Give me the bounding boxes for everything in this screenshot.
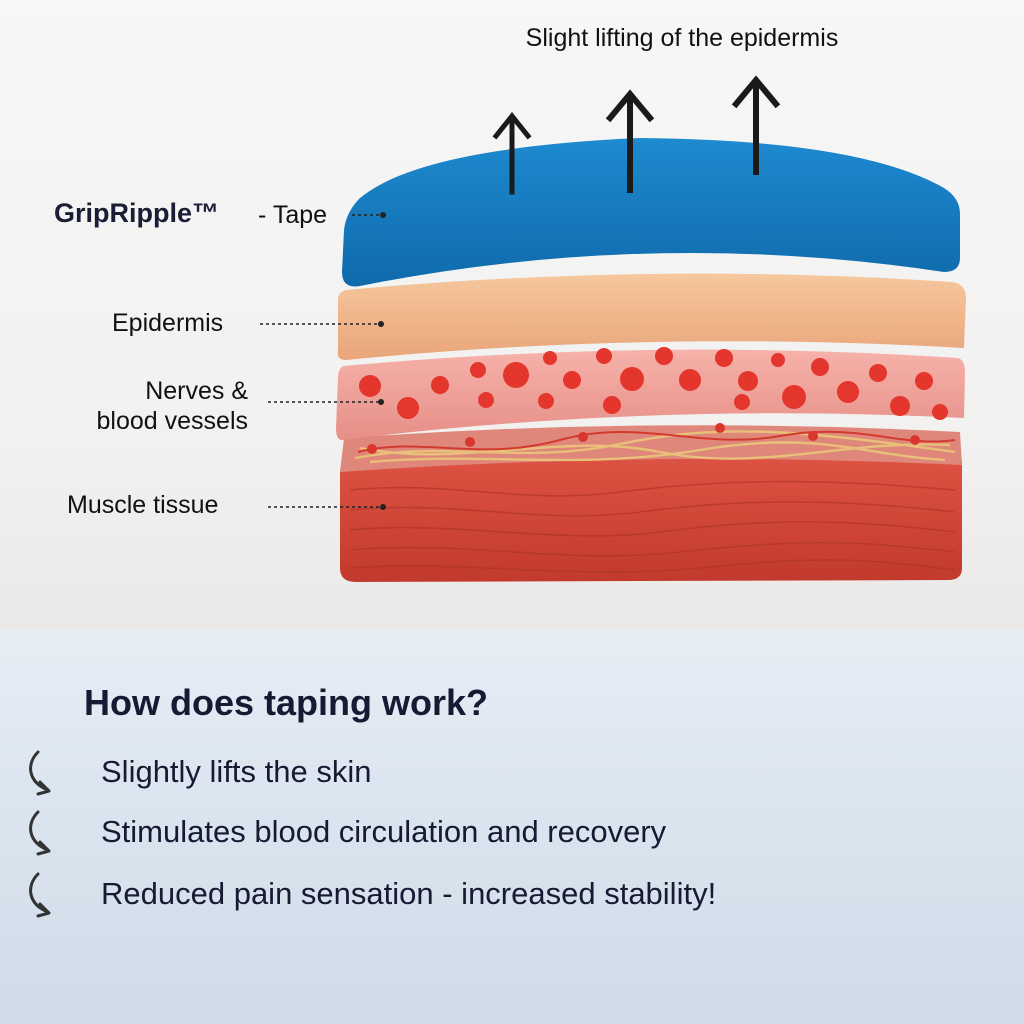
nerve-band [340,423,962,472]
curved-arrow-icon [29,810,51,856]
info-background [0,630,1024,1024]
epidermis-layer [337,273,967,360]
leader-lines [260,214,382,508]
epidermis-label: Epidermis [112,309,224,337]
tape-layer [342,138,960,287]
vessel-layer [336,347,965,440]
brand-suffix: - Tape [258,201,328,229]
point-text: Stimulates blood circulation and recover… [101,814,667,849]
point-text: Reduced pain sensation - increased stabi… [101,876,717,911]
nerves-label: Nerves & blood vessels [97,376,248,436]
nerves-label-line1: Nerves & [145,377,248,405]
list-item: Slightly lifts the skin [26,748,926,798]
point-text: Slightly lifts the skin [101,754,372,789]
lift-arrows [492,75,781,195]
muscle-label: Muscle tissue [67,491,219,519]
muscle-layer [340,455,962,582]
info-heading: How does taping work? [84,682,489,723]
curved-arrow-icon [29,750,51,796]
leader-dots [378,212,386,510]
lift-caption: Slight lifting of the epidermis [525,24,839,52]
curved-arrow-icon [29,872,51,918]
list-item: Reduced pain sensation - increased stabi… [26,870,926,920]
brand-name: GripRipple™ [54,198,220,228]
skin-layers-diagram [260,75,967,582]
list-item: Stimulates blood circulation and recover… [26,808,926,858]
nerves-label-line2: blood vessels [96,407,248,435]
